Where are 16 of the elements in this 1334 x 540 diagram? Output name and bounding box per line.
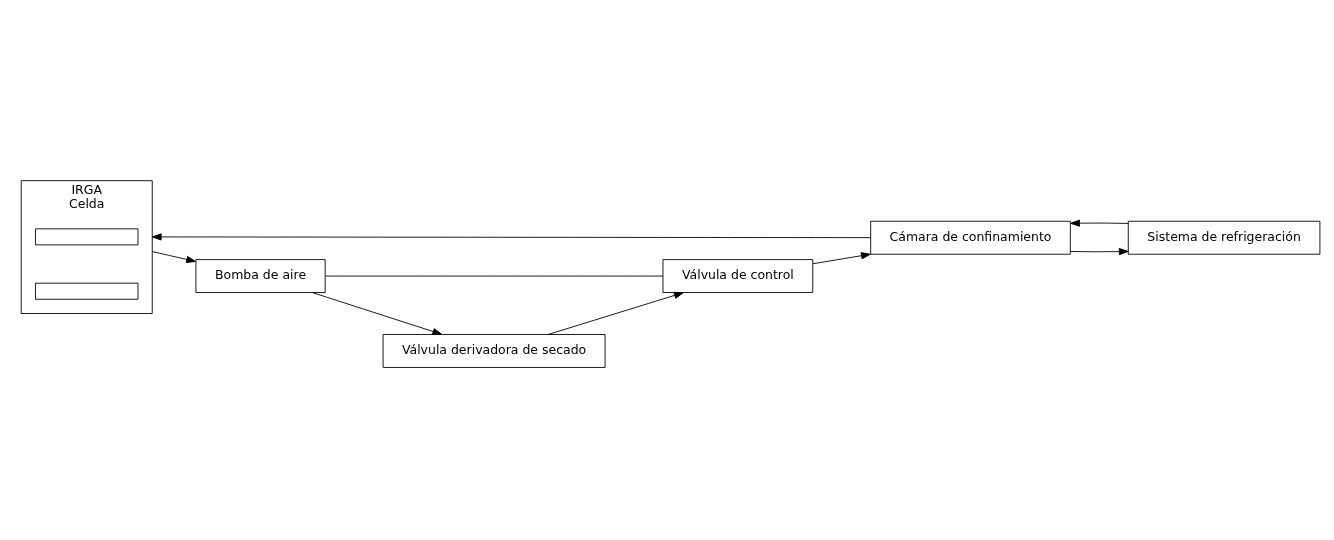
arrow	[1070, 247, 1129, 255]
arrow	[151, 232, 871, 240]
node-box	[35, 227, 139, 245]
node-box: Válvula de control	[662, 258, 814, 293]
arrow	[547, 291, 684, 335]
node-box: Bomba de aire	[195, 258, 326, 293]
cluster: IRGA Celda	[20, 179, 153, 314]
connector	[324, 275, 664, 276]
arrow	[812, 251, 871, 264]
node-box: Sistema de refrigeración	[1127, 220, 1321, 255]
node-box	[35, 282, 139, 300]
arrow	[312, 291, 443, 335]
node-box: Válvula derivadora de secado	[382, 333, 606, 368]
arrow	[151, 250, 197, 263]
node-box: Cámara de confinamiento	[870, 220, 1071, 255]
arrow	[1070, 219, 1129, 227]
